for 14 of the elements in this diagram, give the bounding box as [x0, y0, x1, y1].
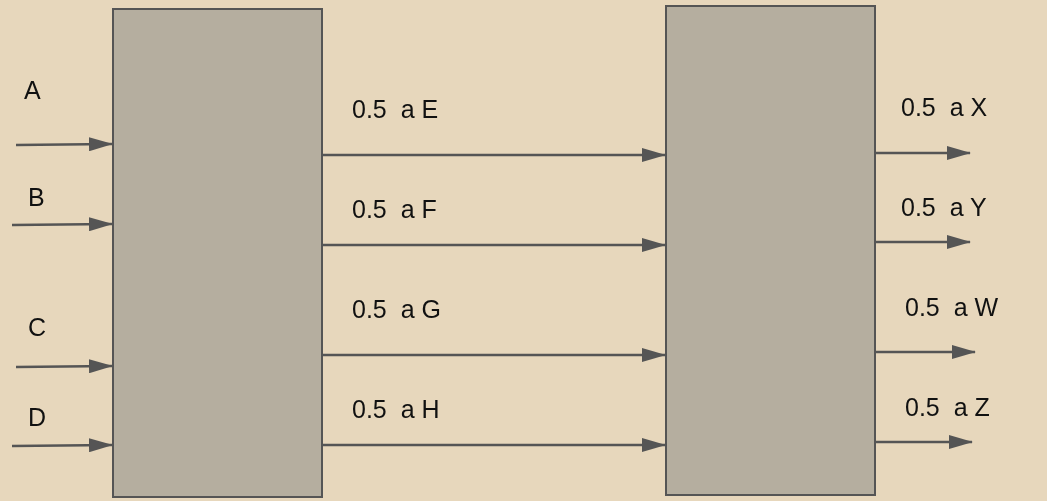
arrow [16, 137, 113, 152]
process-block [112, 8, 323, 498]
arrow [876, 345, 976, 359]
arrow [323, 438, 666, 452]
arrow [12, 217, 113, 232]
arrow [323, 148, 666, 162]
arrow [16, 359, 113, 374]
process-block [665, 5, 876, 496]
arrow [12, 438, 113, 453]
arrow [876, 435, 973, 449]
arrow [876, 235, 971, 249]
arrow [876, 146, 971, 160]
arrow [323, 238, 666, 252]
arrow [323, 348, 666, 362]
